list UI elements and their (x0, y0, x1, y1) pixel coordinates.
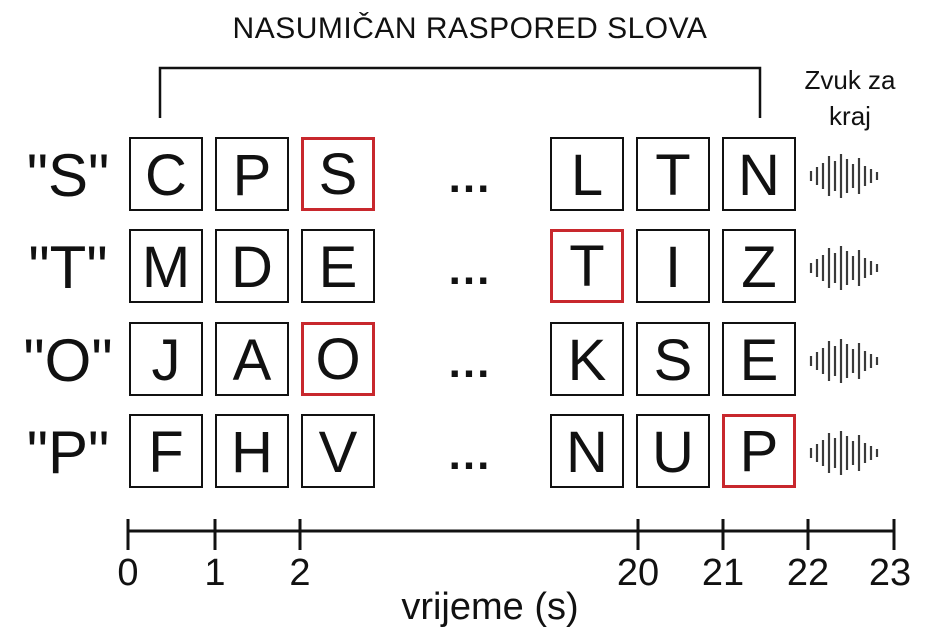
letter-box: L (550, 137, 624, 211)
tick-label-23: 23 (868, 552, 912, 594)
row-target-label: "P" (26, 419, 110, 486)
end-sound-label-line2: kraj (829, 101, 871, 131)
letter-box: F (129, 414, 203, 488)
letter-box: E (301, 229, 375, 303)
tick-label-2: 2 (289, 552, 311, 594)
letter-box: D (215, 229, 289, 303)
ellipsis: ... (448, 245, 492, 294)
letter-box: Z (722, 229, 796, 303)
row-target-label: "S" (26, 142, 110, 209)
waveform-icon (809, 431, 879, 475)
letter-box: P (215, 137, 289, 211)
target-letter-box: S (301, 137, 375, 211)
letter-box: E (722, 322, 796, 396)
tick-label-20: 20 (616, 552, 660, 594)
letter-box: U (636, 414, 710, 488)
ellipsis: ... (448, 153, 492, 202)
target-letter-box: P (722, 414, 796, 488)
waveform-icon (809, 246, 879, 290)
letter-box: N (550, 414, 624, 488)
tick-label-1: 1 (204, 552, 226, 594)
sequence-bracket (158, 66, 762, 118)
letter-box: S (636, 322, 710, 396)
letter-box: V (301, 414, 375, 488)
target-letter-box: O (301, 322, 375, 396)
row-target-label: "O" (23, 327, 113, 394)
tick-label-21: 21 (701, 552, 745, 594)
waveform-icon (809, 339, 879, 383)
axis-label: vrijeme (s) (401, 586, 579, 628)
letter-box: N (722, 137, 796, 211)
letter-box: H (215, 414, 289, 488)
letter-box: M (129, 229, 203, 303)
letter-box: K (550, 322, 624, 396)
letter-box: C (129, 137, 203, 211)
target-letter-box: T (550, 229, 624, 303)
letter-box: J (129, 322, 203, 396)
end-sound-label: Zvuk za kraj (790, 62, 910, 134)
time-axis (126, 519, 896, 550)
letter-box: I (636, 229, 710, 303)
ellipsis: ... (448, 430, 492, 479)
tick-label-0: 0 (117, 552, 139, 594)
end-sound-label-line1: Zvuk za (804, 65, 896, 95)
ellipsis: ... (448, 338, 492, 387)
diagram-title: NASUMIČAN RASPORED SLOVA (232, 12, 708, 45)
letter-box: A (215, 322, 289, 396)
row-target-label: "T" (28, 234, 108, 301)
letter-box: T (636, 137, 710, 211)
tick-label-22: 22 (786, 552, 830, 594)
waveform-icon (809, 154, 879, 198)
